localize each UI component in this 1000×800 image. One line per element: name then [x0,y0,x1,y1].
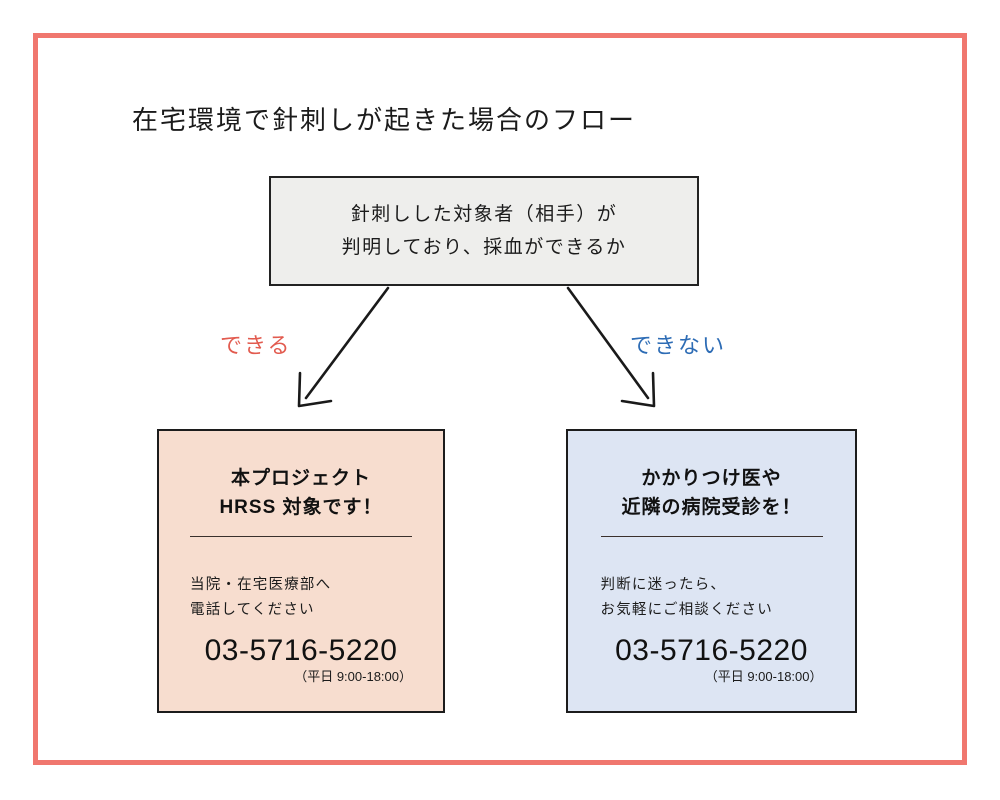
decision-box: 針刺しした対象者（相手）が 判明しており、採血ができるか [269,176,699,286]
outcome-right-phone-hours: （平日 9:00-18:00） [704,668,823,684]
outcome-left-phone-hours: （平日 9:00-18:00） [294,668,412,684]
outer-frame-border [33,33,967,765]
outcome-left-heading-line-1: 本プロジェクト [230,468,371,489]
outcome-left-phone-number[interactable]: 03-5716-5220 [204,633,398,667]
decision-text-line-1: 針刺しした対象者（相手）が [350,203,618,225]
page-title: 在宅環境で針刺しが起きた場合のフロー [132,105,637,135]
branch-label-no: できない [630,333,727,358]
outcome-left-heading-line-2: HRSS 対象です！ [219,496,383,518]
outcome-right-divider [600,536,823,537]
outcome-right-heading-line-1: かかりつけ医や [641,468,782,489]
outcome-left-body-line-2: 電話してください [190,602,315,619]
outcome-left-divider [190,536,412,537]
outcome-box-right: かかりつけ医や 近隣の病院受診を！ 判断に迷ったら、 お気軽にご相談ください 0… [566,429,857,713]
outcome-right-body: 判断に迷ったら、 お気軽にご相談ください [601,573,823,624]
decision-text-line-2: 判明しており、採血ができるか [341,237,627,258]
outcome-right-heading: かかりつけ医や 近隣の病院受診を！ [621,465,801,522]
outcome-box-left: 本プロジェクト HRSS 対象です！ 当院・在宅医療部へ 電話してください 03… [157,429,445,713]
outcome-right-phone-number[interactable]: 03-5716-5220 [615,633,808,667]
outcome-right-body-line-1: 判断に迷ったら、 [600,577,727,593]
outcome-right-heading-line-2: 近隣の病院受診を！ [621,496,802,518]
outcome-left-heading: 本プロジェクト HRSS 対象です！ [219,465,382,522]
outcome-right-body-line-2: お気軽にご相談ください [600,602,773,619]
outcome-left-body-line-1: 当院・在宅医療部へ [190,577,332,593]
branch-label-yes: できる [220,333,292,358]
outcome-left-body: 当院・在宅医療部へ 電話してください [190,573,412,624]
